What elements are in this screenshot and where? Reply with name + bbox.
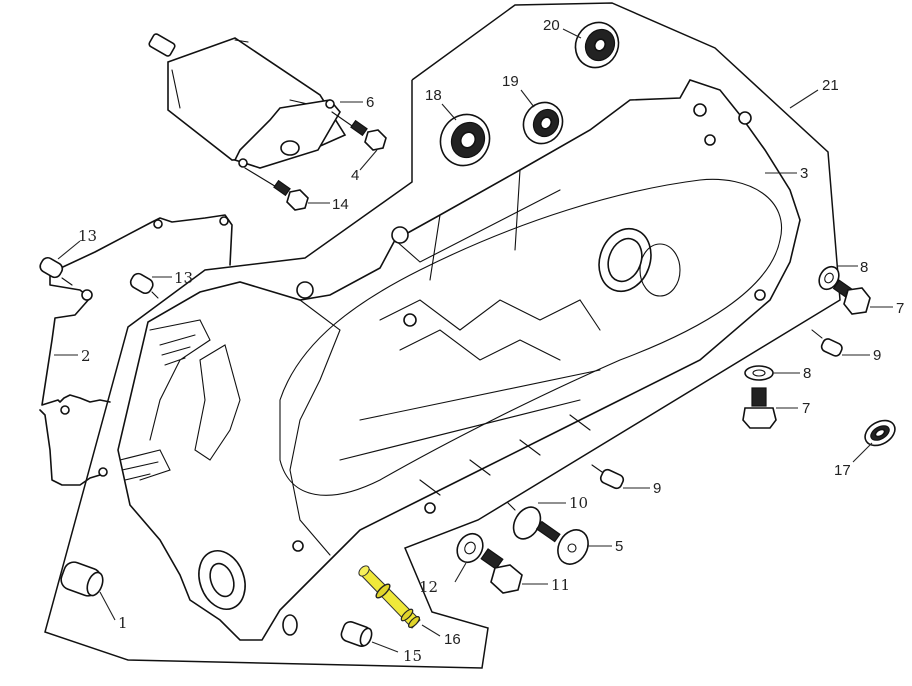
callout-12: 12 <box>419 578 438 596</box>
bearing-part-18[interactable] <box>431 105 499 174</box>
starter-motor[interactable] <box>148 33 347 169</box>
bolt-part-7b[interactable] <box>742 387 777 429</box>
callout-2: 2 <box>81 347 91 365</box>
callout-21: 21 <box>822 77 839 94</box>
callout-15: 15 <box>403 647 422 665</box>
bolt-part-4[interactable] <box>331 111 387 151</box>
callout-19: 19 <box>502 73 519 90</box>
callout-5: 5 <box>615 538 623 555</box>
dowel-pin-part-9a[interactable] <box>811 329 844 358</box>
callout-9b: 9 <box>653 480 661 497</box>
shaft-part-16-highlighted[interactable] <box>357 564 421 629</box>
callout-17: 17 <box>834 462 851 479</box>
dowel-pin-part-9b[interactable] <box>591 464 625 490</box>
callout-16: 16 <box>444 631 461 648</box>
leader-lines <box>54 28 893 653</box>
starter-group-outline <box>44 2 841 669</box>
callout-13b: 13 <box>174 269 193 287</box>
callout-14: 14 <box>332 196 349 213</box>
callout-13a: 13 <box>78 227 97 245</box>
bearing-part-20[interactable] <box>567 15 626 76</box>
gasket-part-2[interactable] <box>39 214 233 486</box>
callout-7a: 7 <box>896 300 904 317</box>
bolt-part-14[interactable] <box>244 167 309 211</box>
spacer-part-15[interactable] <box>339 620 373 648</box>
callout-3: 3 <box>800 165 808 182</box>
oil-seal-part-17[interactable] <box>861 415 900 450</box>
callout-labels: 1 2 3 4 5 6 7 7 8 8 9 9 10 11 12 13 13 1… <box>78 17 904 665</box>
callout-10: 10 <box>569 494 588 512</box>
callout-6: 6 <box>366 94 374 111</box>
callout-1: 1 <box>118 614 128 632</box>
crankcase-part-3[interactable] <box>117 79 801 641</box>
spacer-part-1[interactable] <box>58 559 105 598</box>
callout-8b: 8 <box>803 365 811 382</box>
callout-4: 4 <box>351 167 359 184</box>
bolt-part-11[interactable] <box>480 548 523 594</box>
bolt-part-5[interactable] <box>535 520 594 570</box>
callout-8a: 8 <box>860 259 868 276</box>
washer-part-12[interactable] <box>452 529 488 567</box>
callout-18: 18 <box>425 87 442 104</box>
washer-part-8b[interactable] <box>744 365 774 381</box>
dowel-pin-part-13a[interactable] <box>38 256 73 286</box>
callout-9a: 9 <box>873 347 881 364</box>
bolt-part-7a[interactable] <box>832 279 871 315</box>
callout-20: 20 <box>543 17 560 34</box>
callout-11: 11 <box>551 576 570 594</box>
dowel-pin-part-13b[interactable] <box>128 271 159 299</box>
bearing-part-19[interactable] <box>516 95 570 150</box>
washer-part-8a[interactable] <box>815 263 843 293</box>
callout-7b: 7 <box>802 400 810 417</box>
